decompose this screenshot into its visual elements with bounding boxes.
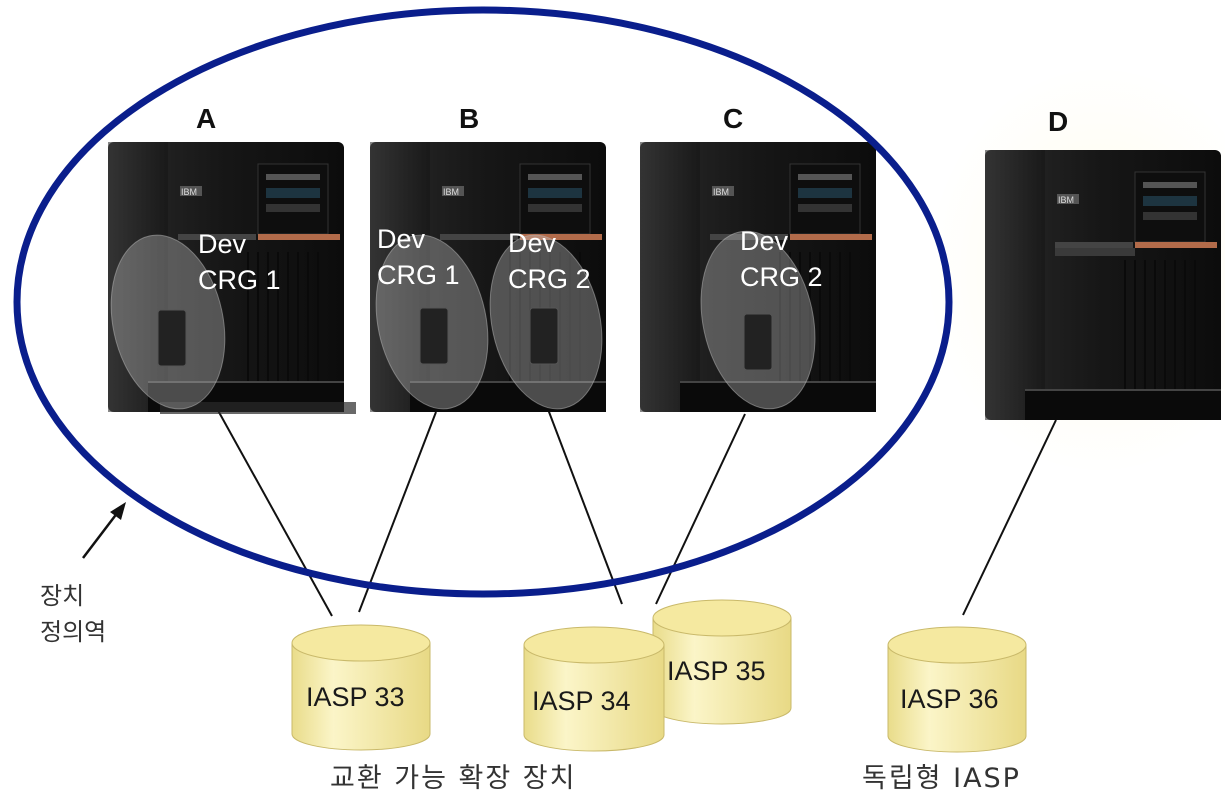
drive-bay-icon [529,307,559,365]
link-c-iasp35 [655,413,746,605]
server-a[interactable] [96,141,356,420]
disk-label-iasp-34: IASP 34 [532,686,631,716]
server-label-d: D [1048,106,1068,137]
domain-arrow-icon [82,502,126,559]
disk-label-iasp-33: IASP 33 [306,682,405,712]
connector-lines [214,403,1057,617]
drive-bay-icon [743,313,773,371]
disk-iasp-36[interactable]: IASP 36 [887,626,1027,753]
crg-label-c-line2: CRG 2 [740,262,823,292]
ibm-logo: IBM [1058,195,1074,205]
disk-iasp-33[interactable]: IASP 33 [291,624,431,751]
crg-label-a-line1: Dev [198,229,247,259]
caption-independent-iasp: 독립형 IASP [862,763,1021,794]
crg-label-b2-line1: Dev [508,228,557,258]
crg-label-b1-line1: Dev [377,224,426,254]
link-b1-iasp33 [358,411,437,613]
crg-label-a-line2: CRG 1 [198,265,281,295]
ibm-logo: IBM [443,187,459,197]
device-domain-boundary [13,6,953,598]
crg-label-b1-line2: CRG 1 [377,260,460,290]
server-c[interactable] [639,141,877,419]
disk-iasp-34[interactable]: IASP 34 [523,626,665,752]
device-domain-label-line2: 정의역 [40,618,106,646]
server-b[interactable] [361,141,617,419]
ibm-logo: IBM [713,187,729,197]
drive-bay-icon [419,307,449,365]
server-label-b: B [459,103,479,134]
link-b2-iasp34 [545,403,623,605]
device-domain-label-line1: 장치 [40,582,84,610]
disk-label-iasp-36: IASP 36 [900,684,999,714]
disk-iasp-35[interactable]: IASP 35 [652,599,792,725]
link-d-iasp36 [962,419,1057,616]
caption-switchable-expansion: 교환 가능 확장 장치 [330,763,576,794]
server-d[interactable] [984,149,1222,421]
crg-label-c-line1: Dev [740,226,789,256]
disk-label-iasp-35: IASP 35 [667,656,766,686]
server-label-a: A [196,103,216,134]
ibm-logo: IBM [181,187,197,197]
drive-bay-icon [157,309,187,367]
link-a-iasp33 [214,404,333,617]
server-label-c: C [723,103,743,134]
crg-label-b2-line2: CRG 2 [508,264,591,294]
